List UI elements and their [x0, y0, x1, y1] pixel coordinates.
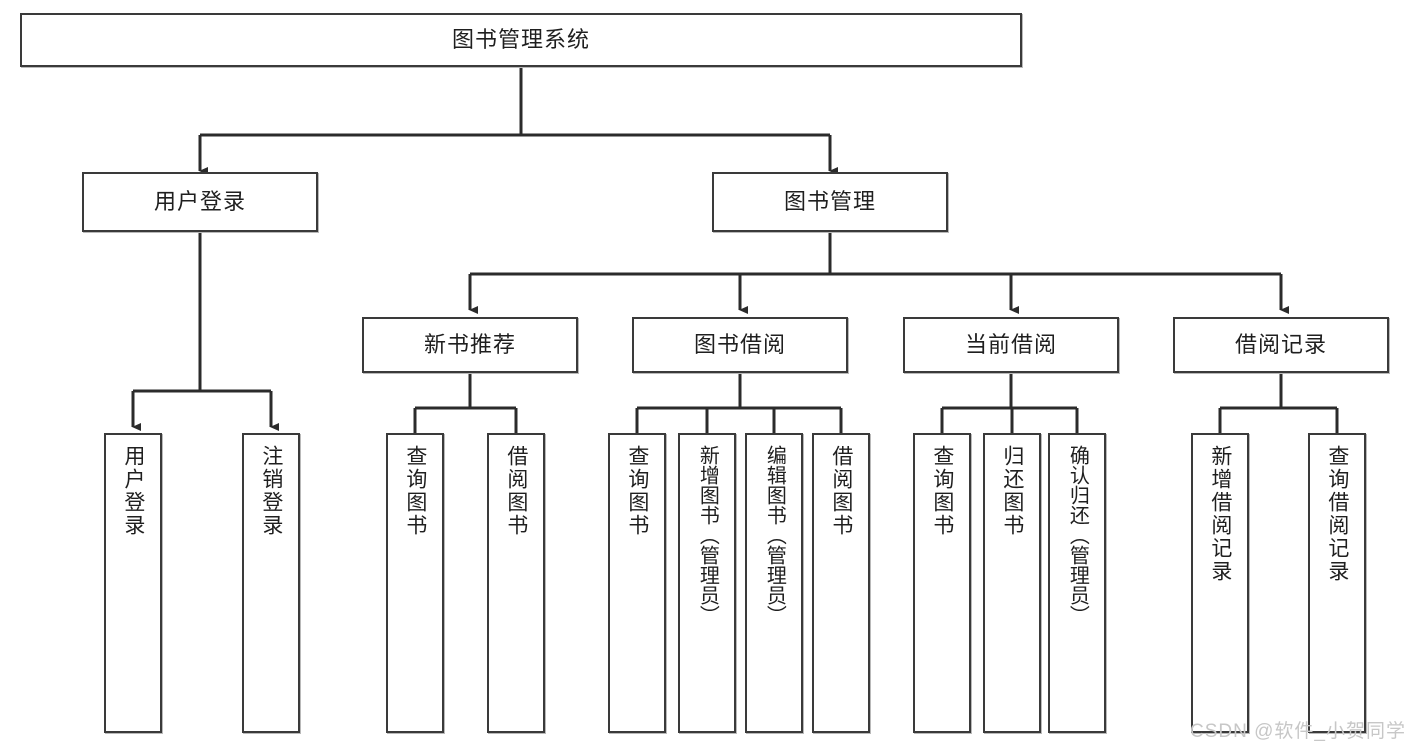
node-label: 借阅记录: [1234, 331, 1327, 357]
leaf-record-add-borrow-record[interactable]: 新增借阅记录: [1191, 433, 1249, 733]
leaf-borrow-add-book-admin[interactable]: 新增图书（管理员）: [678, 433, 736, 733]
node-label: 图书借阅: [693, 331, 786, 357]
node-label: 确认归还（管理员）: [1066, 445, 1089, 625]
node-label: 注销登录: [259, 445, 283, 537]
node-book-management[interactable]: 图书管理: [712, 172, 948, 232]
leaf-borrow-edit-book-admin[interactable]: 编辑图书（管理员）: [745, 433, 803, 733]
leaf-recommend-borrow-book[interactable]: 借阅图书: [487, 433, 545, 733]
node-current-borrow[interactable]: 当前借阅: [903, 317, 1119, 373]
node-user-login[interactable]: 用户登录: [82, 172, 318, 232]
node-label: 新增图书（管理员）: [696, 445, 719, 625]
leaf-current-confirm-return-admin[interactable]: 确认归还（管理员）: [1048, 433, 1106, 733]
node-label: 借阅图书: [504, 445, 528, 537]
leaf-user-logout[interactable]: 注销登录: [242, 433, 300, 733]
node-label: 用户登录: [121, 445, 145, 537]
node-label: 新书推荐: [423, 331, 516, 357]
node-label: 当前借阅: [964, 331, 1057, 357]
node-label: 查询图书: [930, 445, 954, 537]
node-label: 用户登录: [153, 188, 246, 214]
leaf-recommend-query-book[interactable]: 查询图书: [386, 433, 444, 733]
leaf-current-query-book[interactable]: 查询图书: [913, 433, 971, 733]
leaf-record-query-borrow-record[interactable]: 查询借阅记录: [1308, 433, 1366, 733]
leaf-user-login[interactable]: 用户登录: [104, 433, 162, 733]
node-label: 查询图书: [403, 445, 427, 537]
node-new-book-recommend[interactable]: 新书推荐: [362, 317, 578, 373]
node-label: 图书管理系统: [451, 26, 590, 52]
leaf-current-return-book[interactable]: 归还图书: [983, 433, 1041, 733]
node-label: 编辑图书（管理员）: [763, 445, 786, 625]
node-label: 借阅图书: [829, 445, 853, 537]
node-label: 新增借阅记录: [1208, 445, 1232, 583]
node-label: 查询图书: [625, 445, 649, 537]
node-label: 图书管理: [783, 188, 876, 214]
node-borrow-record[interactable]: 借阅记录: [1173, 317, 1389, 373]
csdn-watermark: CSDN @软件_小贺同学: [1190, 721, 1405, 742]
node-label: 查询借阅记录: [1325, 445, 1349, 583]
node-label: 归还图书: [1000, 445, 1024, 537]
node-book-borrow[interactable]: 图书借阅: [632, 317, 848, 373]
leaf-borrow-query-book[interactable]: 查询图书: [608, 433, 666, 733]
leaf-borrow-lend-book[interactable]: 借阅图书: [812, 433, 870, 733]
node-root-system[interactable]: 图书管理系统: [20, 13, 1022, 67]
